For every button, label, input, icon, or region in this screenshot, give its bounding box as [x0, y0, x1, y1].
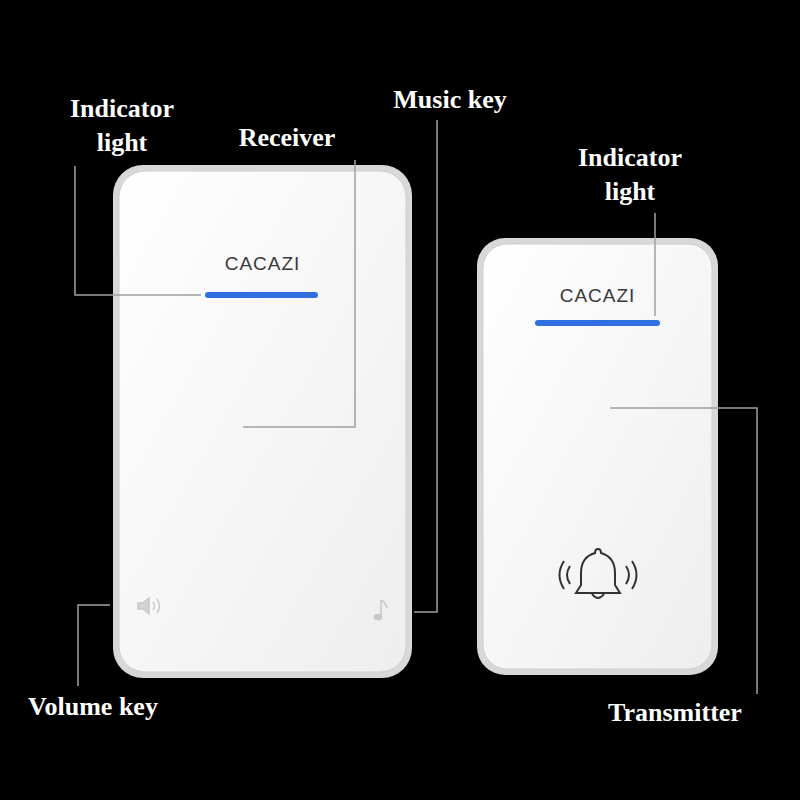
callout-label: Indicator light: [560, 141, 700, 209]
callout-label: Receiver: [212, 121, 362, 155]
bell-icon: [560, 549, 637, 598]
volume-icon: [138, 598, 160, 614]
leader-lines: [75, 120, 757, 694]
callout-label: Music key: [370, 83, 530, 117]
receiver-face: [119, 171, 406, 672]
brand-name: CACAZI: [113, 253, 412, 275]
brand-name: CACAZI: [477, 285, 718, 307]
transmitter-unit: CACAZI: [477, 238, 718, 675]
music-icon: [375, 600, 388, 620]
callout-label: Transmitter: [585, 696, 765, 730]
indicator-bar: [205, 292, 318, 298]
receiver-unit: CACAZI: [113, 165, 412, 678]
callout-label: Indicator light: [48, 92, 196, 160]
receiver-housing: [113, 165, 412, 678]
transmitter-face: [483, 244, 712, 669]
callout-label: Volume key: [8, 690, 178, 724]
transmitter-housing: [477, 238, 718, 675]
indicator-bar: [535, 320, 660, 326]
